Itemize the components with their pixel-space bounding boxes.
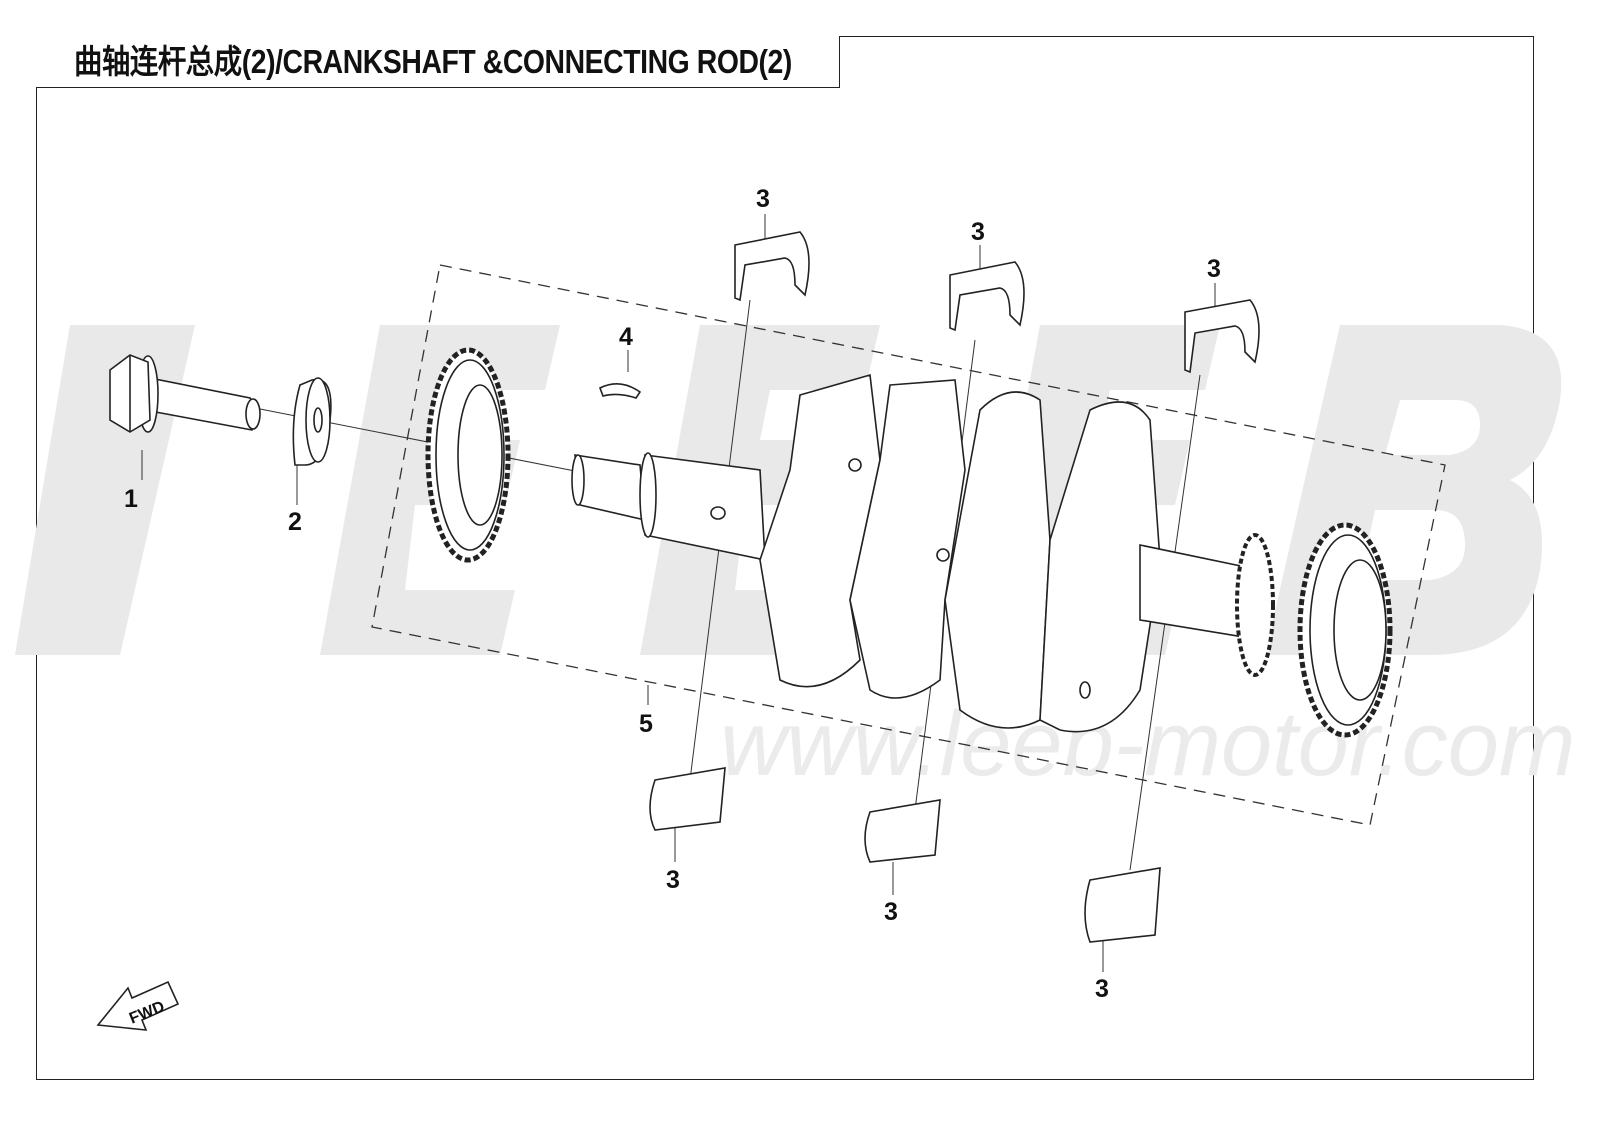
bearing-shells-lower bbox=[649, 767, 1161, 943]
bearing-shells-upper bbox=[734, 231, 1260, 374]
callout-3-upper-a: 3 bbox=[756, 185, 770, 213]
callout-5: 5 bbox=[639, 710, 653, 738]
woodruff-key bbox=[598, 383, 642, 399]
crankshaft-body bbox=[571, 373, 1275, 733]
callout-3-lower-a: 3 bbox=[666, 866, 680, 894]
callout-3-lower-c: 3 bbox=[1095, 975, 1109, 1003]
forward-arrow-icon: FWD bbox=[96, 980, 180, 1031]
callout-3-upper-c: 3 bbox=[1207, 255, 1221, 283]
page-title: 曲轴连杆总成(2)/CRANKSHAFT &CONNECTING ROD(2) bbox=[74, 43, 792, 80]
assembly-dashed-box bbox=[371, 264, 1446, 826]
callout-3-lower-b: 3 bbox=[884, 898, 898, 926]
callout-1: 1 bbox=[124, 485, 138, 513]
washer bbox=[292, 377, 332, 466]
callout-3-upper-b: 3 bbox=[971, 218, 985, 246]
callout-4: 4 bbox=[619, 323, 633, 351]
right-drive-gear bbox=[1297, 522, 1393, 738]
title-box bbox=[36, 36, 840, 88]
callout-2: 2 bbox=[288, 508, 302, 536]
flange-bolt bbox=[109, 354, 261, 433]
left-drive-gear bbox=[425, 347, 511, 563]
